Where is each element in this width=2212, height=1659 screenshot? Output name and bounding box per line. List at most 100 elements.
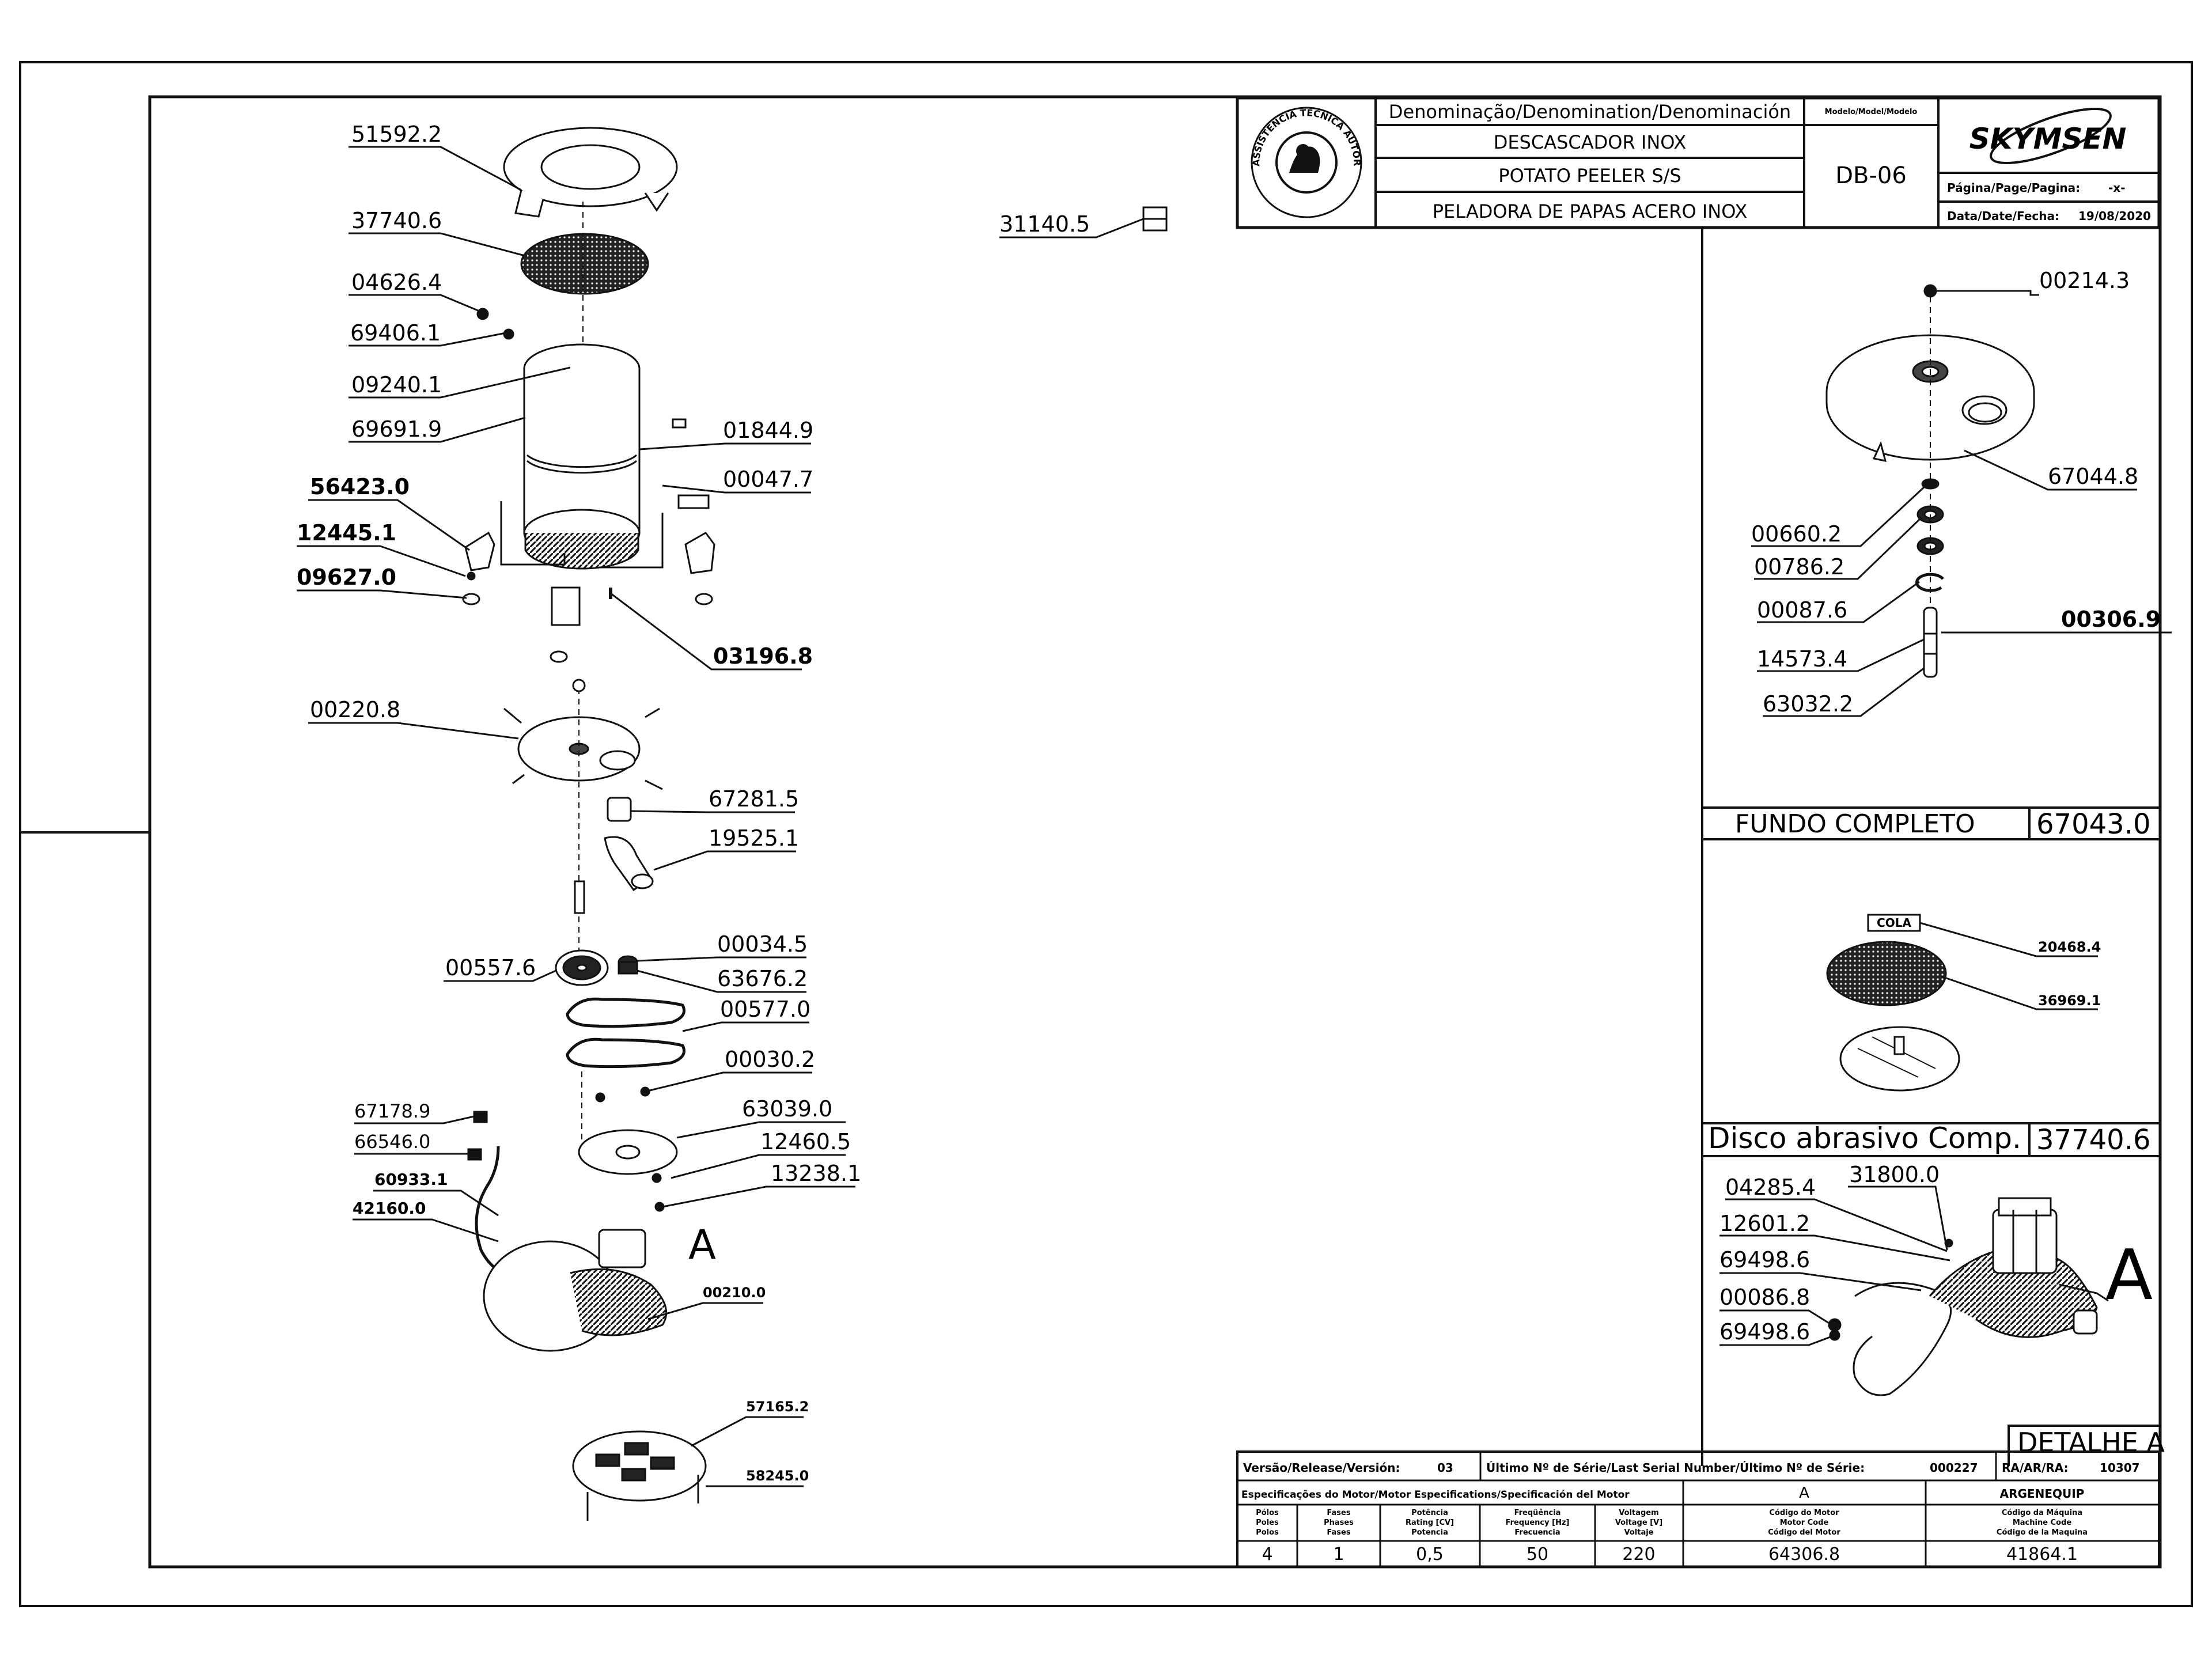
footer-column-headers: Pólos Poles Polos Fases Phases Fases Pot… [1256, 1509, 2088, 1537]
label-36969-1: 36969.1 [2038, 993, 2101, 1009]
label-63032-2: 63032.2 [1763, 691, 1853, 717]
svg-text:Voltagem: Voltagem [1619, 1509, 1658, 1517]
label-67178-9: 67178.9 [354, 1100, 430, 1122]
svg-text:Fases: Fases [1327, 1528, 1350, 1537]
authorized-service-seal: ASSISTÊNCIA TÉCNICA AUTORIZADA [0, 0, 1362, 218]
footer-table [1236, 1450, 2160, 1568]
svg-text:Rating [CV]: Rating [CV] [1406, 1518, 1454, 1527]
label-69498-6-upper: 69498.6 [1719, 1247, 1810, 1272]
label-66546-0: 66546.0 [354, 1131, 430, 1153]
skymsen-logo: SKYMSEN [1969, 107, 2126, 165]
manufacturer: ARGENEQUIP [2000, 1487, 2085, 1501]
motor-letter: A [1799, 1484, 1809, 1502]
disco-abrasivo-drawing [1826, 914, 2098, 1092]
label-63676-2: 63676.2 [717, 966, 808, 991]
drawing-frame [19, 61, 2193, 1607]
main-leaders [297, 146, 1144, 1487]
cola-tag: COLA [1877, 916, 1911, 930]
label-63039-0: 63039.0 [742, 1096, 832, 1122]
svg-text:Voltage [V]: Voltage [V] [1615, 1518, 1662, 1527]
label-60933-1: 60933.1 [374, 1170, 448, 1189]
label-69498-6-lower: 69498.6 [1719, 1319, 1810, 1344]
motor-spec-label: Especificações do Motor/Motor Especifica… [1241, 1489, 1630, 1501]
label-67281-5: 67281.5 [709, 786, 799, 812]
page-value: -x- [2108, 181, 2126, 195]
label-12601-2: 12601.2 [1719, 1211, 1810, 1236]
label-00086-8: 00086.8 [1719, 1285, 1810, 1310]
svg-text:Código de la Maquina: Código de la Maquina [1997, 1528, 2088, 1537]
fundo-title: FUNDO COMPLETO [1735, 809, 1975, 839]
name-portuguese: DESCASCADOR INOX [1494, 131, 1687, 153]
label-14573-4: 14573.4 [1757, 646, 1847, 672]
label-00034-5: 00034.5 [717, 931, 808, 957]
label-01844-9: 01844.9 [723, 418, 813, 443]
seal-text: ASSISTÊNCIA TÉCNICA AUTORIZADA [0, 0, 1362, 166]
model-value: DB-06 [1835, 162, 1907, 189]
label-00214-3: 00214.3 [2039, 268, 2130, 293]
label-00557-6: 00557.6 [445, 955, 536, 980]
label-04285-4: 04285.4 [1725, 1175, 1816, 1200]
label-69691-9: 69691.9 [351, 416, 442, 442]
svg-text:Potência: Potência [1411, 1509, 1448, 1517]
svg-text:Pólos: Pólos [1256, 1509, 1279, 1517]
label-31800-0: 31800.0 [1849, 1162, 1940, 1187]
svg-text:Código do Motor: Código do Motor [1769, 1509, 1839, 1517]
machine-code-value: 41864.1 [2006, 1544, 2078, 1565]
title-block: ASSISTÊNCIA TÉCNICA AUTORIZADA Denominaç… [0, 0, 2161, 229]
detalhe-leaders [1719, 1185, 2109, 1346]
label-09240-1: 09240.1 [351, 372, 442, 397]
label-20468-4: 20468.4 [2038, 939, 2101, 955]
date-value: 19/08/2020 [2078, 209, 2151, 223]
label-00047-7: 00047.7 [723, 467, 813, 492]
label-00577-0: 00577.0 [720, 997, 810, 1022]
label-04626-4: 04626.4 [351, 270, 442, 295]
label-09627-0: 09627.0 [297, 565, 396, 590]
detalhe-title: DETALHE A [2017, 1427, 2165, 1458]
svg-text:Phases: Phases [1324, 1518, 1354, 1527]
denomination-header: Denominação/Denomination/Denominación [1389, 101, 1791, 123]
serial-value: 000227 [1930, 1461, 1978, 1475]
name-spanish: PELADORA DE PAPAS ACERO INOX [1433, 200, 1748, 222]
fundo-code: 67043.0 [2036, 808, 2151, 840]
main-part-labels: 51592.2 37740.6 04626.4 69406.1 09240.1 … [297, 122, 1090, 1484]
svg-text:ASSISTÊNCIA TÉCNICA AUTORIZADA: ASSISTÊNCIA TÉCNICA AUTORIZADA [0, 0, 1362, 166]
label-12445-1: 12445.1 [297, 520, 396, 546]
label-00306-9: 00306.9 [2061, 607, 2161, 632]
motor-code-value: 64306.8 [1768, 1544, 1840, 1565]
page-label: Página/Page/Pagina: [1947, 181, 2080, 195]
label-67044-8: 67044.8 [2048, 464, 2138, 489]
label-37740-6: 37740.6 [351, 208, 442, 233]
label-58245-0: 58245.0 [746, 1468, 809, 1484]
fundo-leaders [1751, 290, 2172, 717]
ra-value: 10307 [2100, 1461, 2140, 1475]
label-00220-8: 00220.8 [310, 697, 400, 722]
detalhe-marker: A [2105, 1236, 2153, 1316]
svg-text:Freqüência: Freqüência [1514, 1509, 1561, 1517]
label-00030-2: 00030.2 [725, 1047, 815, 1072]
label-69406-1: 69406.1 [350, 320, 441, 346]
label-13238-1: 13238.1 [771, 1161, 861, 1186]
poles-value: 4 [1262, 1544, 1272, 1565]
svg-text:Machine Code: Machine Code [2013, 1518, 2072, 1527]
disco-code: 37740.6 [2036, 1124, 2151, 1156]
label-19525-1: 19525.1 [709, 825, 799, 851]
label-00660-2: 00660.2 [1751, 521, 1842, 547]
detalhe-a-drawing [1828, 1197, 2098, 1396]
svg-text:Frequency [Hz]: Frequency [Hz] [1506, 1518, 1570, 1527]
date-label: Data/Date/Fecha: [1947, 209, 2059, 223]
label-00786-2: 00786.2 [1754, 554, 1844, 579]
svg-text:Código del Motor: Código del Motor [1768, 1528, 1840, 1537]
svg-text:Fases: Fases [1327, 1509, 1350, 1517]
label-12460-5: 12460.5 [760, 1129, 851, 1154]
svg-text:Polos: Polos [1256, 1528, 1279, 1537]
fundo-completo-drawing [1825, 284, 2035, 678]
serial-label: Último Nº de Série/Last Serial Number/Úl… [1486, 1461, 1865, 1475]
ra-label: RA/AR/RA: [2002, 1461, 2069, 1475]
main-exploded-view [462, 127, 1168, 1521]
power-value: 0,5 [1416, 1544, 1444, 1565]
footer-values: 4 1 0,5 50 220 64306.8 41864.1 [1262, 1544, 2078, 1565]
main-detail-marker: A [688, 1221, 716, 1268]
label-31140-5: 31140.5 [999, 211, 1090, 237]
label-00210-0: 00210.0 [703, 1285, 766, 1301]
